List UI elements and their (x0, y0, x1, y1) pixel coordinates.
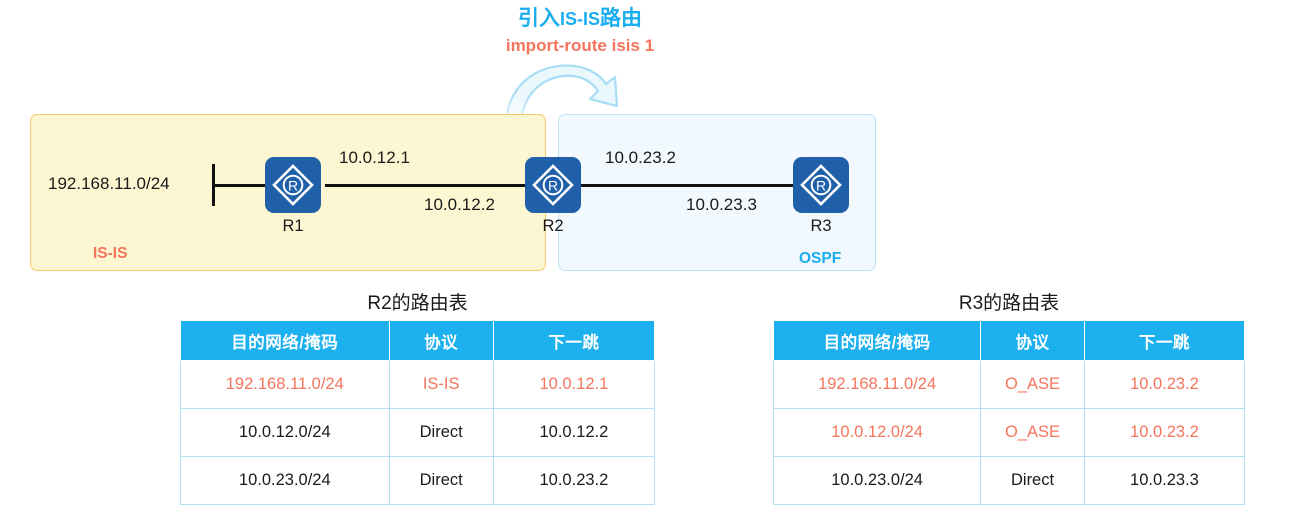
link-r2-r3 (580, 184, 793, 187)
cell-protocol: Direct (980, 456, 1085, 505)
svg-text:R: R (288, 178, 298, 194)
cell-destination: 10.0.23.0/24 (772, 456, 982, 505)
cell-destination: 10.0.12.0/24 (180, 408, 390, 457)
column-header-protocol: 协议 (980, 320, 1085, 361)
lan-network-label: 192.168.11.0/24 (48, 174, 170, 193)
import-annotation: 引入IS-IS路由 import-route isis 1 (400, 6, 760, 56)
table-header-row: 目的网络/掩码 协议 下一跳 (180, 320, 656, 361)
route-table-caption-r3: R3的路由表 (958, 293, 1060, 314)
cell-nexthop: 10.0.12.2 (492, 408, 656, 457)
table-row: 192.168.11.0/24 O_ASE 10.0.23.2 (772, 360, 1246, 409)
interface-label-10-0-23-3: 10.0.23.3 (686, 195, 757, 214)
interface-label-10-0-23-2: 10.0.23.2 (605, 148, 676, 167)
interface-label-10-0-12-2: 10.0.12.2 (424, 195, 495, 214)
svg-text:R: R (816, 178, 826, 194)
cell-destination: 192.168.11.0/24 (180, 360, 390, 409)
router-icon: R (272, 164, 314, 206)
router-label-r2: R2 (542, 217, 564, 235)
route-table-r2: 目的网络/掩码 协议 下一跳 192.168.11.0/24 IS-IS 10.… (180, 320, 656, 505)
cell-nexthop: 10.0.12.1 (492, 360, 656, 409)
table-header-row: 目的网络/掩码 协议 下一跳 (772, 320, 1246, 361)
link-lan-r1 (213, 184, 275, 187)
cell-nexthop: 10.0.23.2 (1083, 408, 1246, 457)
router-label-r3: R3 (810, 217, 832, 235)
annotation-title: 引入IS-IS路由 (400, 6, 760, 32)
cell-protocol: Direct (388, 456, 494, 505)
interface-label-10-0-12-1: 10.0.12.1 (339, 148, 410, 167)
route-table-r3: 目的网络/掩码 协议 下一跳 192.168.11.0/24 O_ASE 10.… (772, 320, 1246, 505)
column-header-destination: 目的网络/掩码 (180, 320, 390, 361)
curved-arrow-icon (504, 64, 619, 130)
column-header-nexthop: 下一跳 (1083, 320, 1246, 361)
table-row: 10.0.23.0/24 Direct 10.0.23.3 (772, 456, 1246, 505)
cell-destination: 10.0.12.0/24 (772, 408, 982, 457)
cell-protocol: O_ASE (980, 360, 1085, 409)
region-label-isis: IS-IS (93, 245, 128, 262)
router-r1[interactable]: R (265, 157, 321, 213)
cell-nexthop: 10.0.23.2 (1083, 360, 1246, 409)
cell-nexthop: 10.0.23.3 (1083, 456, 1246, 505)
annotation-title-suffix: 路由 (600, 7, 642, 30)
table-row: 192.168.11.0/24 IS-IS 10.0.12.1 (180, 360, 656, 409)
route-table-block-r3: R3的路由表 目的网络/掩码 协议 下一跳 192.168.11.0/24 O_… (772, 288, 1246, 505)
cell-destination: 10.0.23.0/24 (180, 456, 390, 505)
annotation-title-latin: IS-IS (559, 9, 600, 29)
column-header-nexthop: 下一跳 (492, 320, 656, 361)
cell-protocol: IS-IS (388, 360, 494, 409)
table-row: 10.0.23.0/24 Direct 10.0.23.2 (180, 456, 656, 505)
cell-protocol: Direct (388, 408, 494, 457)
router-r2[interactable]: R (525, 157, 581, 213)
svg-text:R: R (548, 178, 558, 194)
cell-protocol: O_ASE (980, 408, 1085, 457)
link-r1-r2 (325, 184, 527, 187)
region-label-ospf: OSPF (799, 250, 842, 267)
column-header-protocol: 协议 (388, 320, 494, 361)
cell-nexthop: 10.0.23.2 (492, 456, 656, 505)
route-table-caption-r2: R2的路由表 (367, 293, 468, 314)
route-table-block-r2: R2的路由表 目的网络/掩码 协议 下一跳 192.168.11.0/24 IS… (180, 288, 656, 505)
table-row: 10.0.12.0/24 O_ASE 10.0.23.2 (772, 408, 1246, 457)
column-header-destination: 目的网络/掩码 (772, 320, 982, 361)
lan-terminator (212, 164, 215, 206)
annotation-command: import-route isis 1 (505, 36, 655, 56)
router-label-r1: R1 (282, 217, 304, 235)
router-r3[interactable]: R (793, 157, 849, 213)
table-row: 10.0.12.0/24 Direct 10.0.12.2 (180, 408, 656, 457)
annotation-title-prefix: 引入 (517, 7, 560, 30)
router-icon: R (532, 164, 574, 206)
cell-destination: 192.168.11.0/24 (772, 360, 982, 409)
router-icon: R (800, 164, 842, 206)
